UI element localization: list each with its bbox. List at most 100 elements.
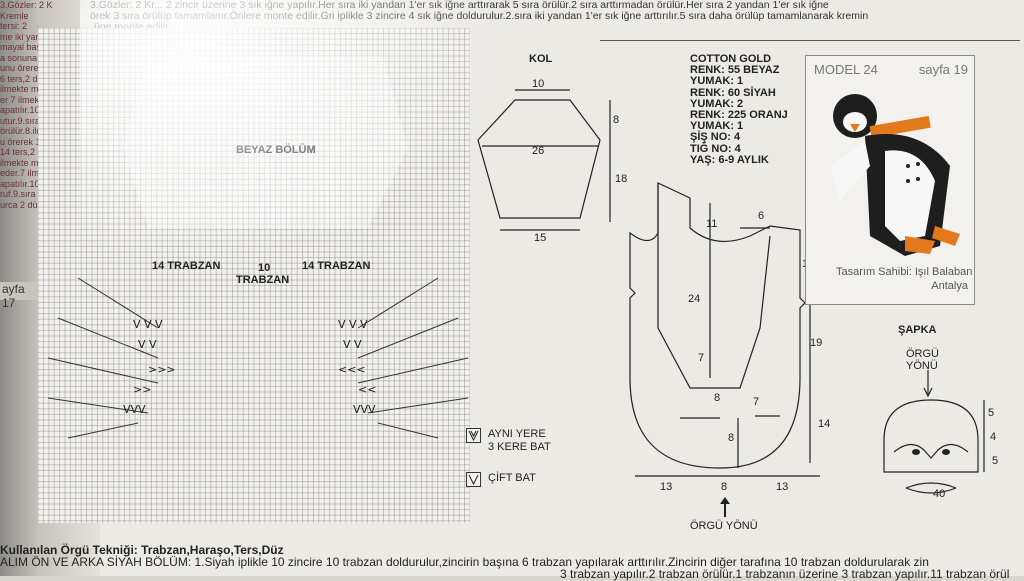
stitch-symbols: V V V V V >>> >> VVV V V V V V <<< << VV… [123,318,376,416]
triple-decrease-icon [466,428,481,443]
left-text-line: örülür.8.ilmek [0,126,54,136]
svg-text:VVV: VVV [123,403,146,416]
trabzan-left-label: 14 TRABZAN [152,260,221,272]
designer-city: Antalya [931,280,968,292]
model-photo-box: MODEL 24 sayfa 19 Tasarım Sahibi: Işıl B… [805,55,975,305]
body-dim-8-b: 8 [728,432,735,444]
yarn-info-line: RENK: 60 SİYAH [690,86,776,99]
direction-arrow-icon [720,497,730,517]
page-number-tab: ayfa 17 [0,282,40,310]
trabzan-right-label: 14 TRABZAN [302,260,371,272]
sleeve-right-bottom-dim: 18 [615,173,628,185]
yarn-info-line: YUMAK: 1 [690,120,744,133]
legend-line: AYNI YERE [488,428,546,440]
instruction-line: 3 trabzan yapılır.2 trabzan örülür.1 tra… [560,567,1010,581]
hat-direction-line1: ÖRGÜ [906,348,939,360]
left-text-line: Kremle [0,10,29,21]
decrease-arrows-left [47,277,159,439]
sleeve-title: KOL [529,53,553,65]
knitting-chart: V V V V V >>> >> VVV V V V V V <<< << VV… [38,28,470,523]
body-dim-13-left: 13 [660,481,673,493]
body-dim-19: 19 [810,337,823,349]
trabzan-mid-number: 10 [258,262,271,274]
left-text-line: u örerek 1 [0,136,41,147]
left-text-line: mayal başlangı [0,42,61,52]
body-dim-24: 24 [688,293,701,305]
hat-dim-5-top: 5 [988,407,995,419]
left-text-line: apatılır.10.Or [0,105,53,115]
body-dim-14-bottom: 14 [818,418,831,430]
body-dim-8-bottom: 8 [721,481,728,493]
white-section-label: BEYAZ BÖLÜM [236,144,316,156]
left-text-line: 3.Gözler: 2 K [0,0,53,10]
hat-dim-40: 40 [933,488,946,500]
model-page: sayfa 19 [918,62,968,77]
body-dim-6: 6 [758,210,765,222]
left-text-line: tersi: 2 [0,21,28,31]
left-text-line: ilmekte mode [0,157,54,168]
hat-direction-line2: YÖNÜ [906,360,938,372]
left-text-line: urca 2 düzz [0,199,47,210]
white-section-area [123,56,408,228]
yarn-info-line: RENK: 225 ORANJ [690,109,788,122]
body-dim-7-b: 7 [753,396,760,408]
sleeve-diagram [477,89,611,231]
sleeve-bottom-dim: 15 [534,232,547,244]
body-direction-label: ÖRGÜ YÖNÜ [690,520,758,532]
top-divider [600,40,1020,41]
yarn-info-line: ŞİŞ NO: 4 [690,131,741,144]
left-page-instructions: 3.Gözler: 2 K Kremle tersi: 2 me iki yan… [0,0,95,250]
svg-text:<<<: <<< [338,363,366,376]
yarn-info-line: YUMAK: 1 [690,75,744,88]
sleeve-mid-dim: 26 [532,145,545,157]
yarn-info-line: YAŞ: 6-9 AYLIK [690,153,769,166]
left-text-line: me iki yanda [0,31,51,42]
hat-dim-4: 4 [990,431,997,443]
hat-title: ŞAPKA [898,324,937,336]
left-text-line: eder.7 ilmek [0,168,49,178]
left-text-line: apatılır.10.Or [0,178,53,189]
penguin-onesie-image [830,94,960,256]
yarn-info-line: YUMAK: 2 [690,97,744,110]
instruction-line: ALIM ÖN VE ARKA SİYAH BÖLÜM: 1.Siyah ipl… [0,555,929,569]
bottom-instructions: Kullanılan Örgü Tekniği: Trabzan,Haraşo,… [0,543,1024,580]
left-text-line: a sonuna kadar [0,52,63,63]
designer-credit: Tasarım Sahibi: Işıl Balaban [836,266,973,278]
yarn-info-box: COTTON GOLD RENK: 55 BEYAZ YUMAK: 1 RENK… [690,53,805,190]
left-text-line: ilmekte mod [0,84,49,94]
svg-text:<<: << [358,383,376,396]
legend-line: 3 KERE BAT [488,441,551,453]
body-dim-11: 11 [706,218,718,230]
left-text-line: 14 ters,2 düz [0,147,53,157]
yarn-info-line: RENK: 55 BEYAZ [690,64,780,77]
legend-double-text: ÇİFT BAT [488,472,536,484]
svg-text:V V: V V [138,338,157,351]
technique-line: Kullanılan Örgü Tekniği: Trabzan,Haraşo,… [0,543,284,557]
body-dim-7-a: 7 [698,352,705,364]
yarn-brand: COTTON GOLD [690,53,772,65]
top-text-line: örek 3 sıra örülüp tamamlanır.Önlere mon… [90,10,869,22]
double-decrease-icon [466,472,481,487]
body-dim-8-a: 8 [714,392,721,404]
sleeve-top-dim: 10 [532,78,545,90]
trabzan-mid-word: TRABZAN [236,274,290,286]
svg-text:VVV: VVV [353,403,376,416]
hat-diagram [883,370,985,494]
svg-text:>>: >> [133,383,151,396]
hat-dim-5-bottom: 5 [992,455,999,467]
yarn-info-line: TIĞ NO: 4 [690,142,741,155]
left-text-line: er 7 ilmek [0,94,40,105]
svg-text:V V V: V V V [338,318,368,331]
left-text-line: ruf.9.sıra 3 [0,189,44,199]
svg-text:V V V: V V V [133,318,163,331]
left-text-line: utur.9.sıra 3 düz [0,115,65,126]
left-text-line: 6 ters,2 düz [0,73,48,84]
svg-text:>>>: >>> [148,363,176,376]
body-dim-13-right: 13 [776,481,789,493]
svg-text:V V: V V [343,338,362,351]
left-text-line: unu örerek 1 [0,63,51,73]
model-name: MODEL 24 [814,62,878,77]
legend-triple-text: AYNI YERE 3 KERE BAT [488,428,551,454]
decrease-arrows-right [357,277,469,439]
